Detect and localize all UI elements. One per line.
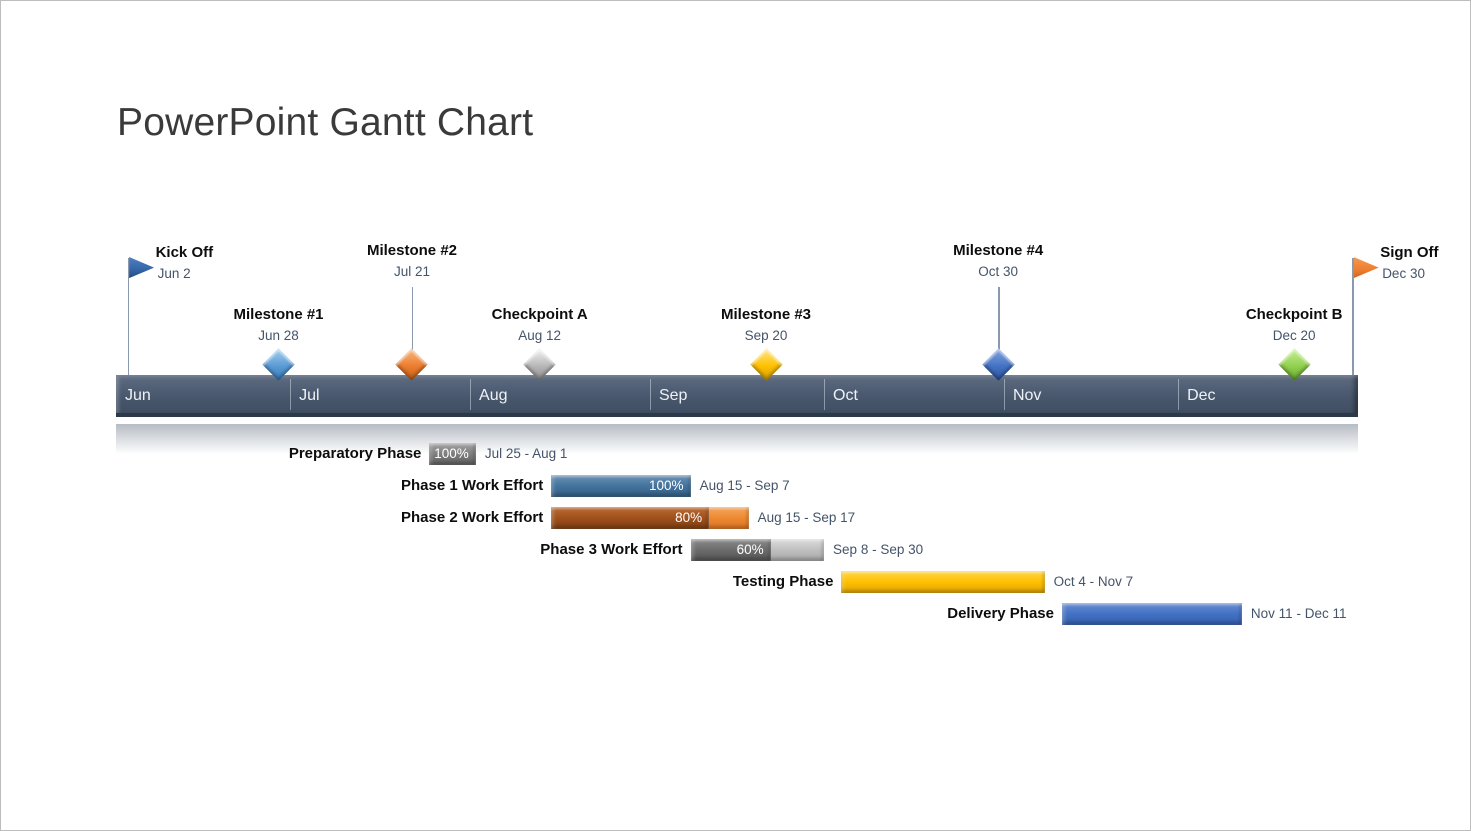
milestone-date: Jun 2 [157, 266, 191, 281]
milestone-pole [127, 258, 130, 375]
task-bar [1062, 603, 1242, 625]
month-divider-dec [1178, 379, 1180, 410]
milestone-flag-icon [1353, 257, 1379, 279]
month-label-sep: Sep [658, 387, 688, 404]
task-bar: 100% [551, 475, 691, 497]
task-dates: Nov 11 - Dec 11 [1250, 606, 1347, 621]
month-divider-aug [470, 379, 472, 410]
task-bar-fill [690, 539, 771, 561]
milestone-date: Dec 20 [1272, 328, 1316, 343]
milestone-stem [998, 287, 1000, 350]
milestone-date: Aug 12 [518, 328, 562, 343]
milestone-label: Checkpoint A [491, 306, 588, 323]
month-label-aug: Aug [479, 387, 508, 404]
timeline-band: Jun Jul Aug Sep Oct Nov Dec [116, 375, 1358, 417]
task-dates: Aug 15 - Sep 17 [757, 510, 856, 525]
task-dates: Aug 15 - Sep 7 [699, 478, 790, 493]
task-percent: 60% [736, 542, 764, 557]
milestone-label: Sign Off [1380, 244, 1439, 261]
month-label-nov: Nov [1012, 387, 1042, 404]
milestone-date: Jun 28 [258, 328, 299, 343]
task-bar: 100% [429, 443, 476, 465]
milestone-date: Sep 20 [744, 328, 788, 343]
month-label-jul: Jul [299, 387, 320, 404]
milestone-label: Milestone #4 [953, 242, 1044, 259]
milestone-date: Dec 30 [1382, 266, 1425, 281]
task-label: Phase 1 Work Effort [401, 477, 544, 494]
milestone-date: Jul 21 [393, 264, 430, 279]
task-dates: Oct 4 - Nov 7 [1053, 574, 1134, 589]
month-divider-oct [824, 379, 826, 410]
month-divider-sep [649, 379, 651, 410]
month-label-jun: Jun [125, 387, 151, 404]
task-percent: 80% [675, 510, 703, 525]
milestone-stem [411, 287, 414, 350]
timeline-reflection [116, 424, 1358, 454]
task-label: Delivery Phase [947, 605, 1054, 622]
milestone-label: Milestone #1 [233, 306, 324, 323]
task-label: Preparatory Phase [288, 445, 422, 462]
month-divider-nov [1003, 379, 1005, 410]
task-bar-fill [551, 507, 710, 529]
month-label-oct: Oct [833, 387, 858, 404]
task-percent: 100% [434, 446, 469, 461]
milestone-pole [1352, 258, 1354, 375]
task-percent: 100% [649, 478, 684, 493]
task-bar [841, 571, 1045, 593]
month-label-dec: Dec [1187, 387, 1216, 404]
task-label: Testing Phase [732, 573, 834, 590]
task-label: Phase 2 Work Effort [401, 509, 544, 526]
milestone-flag-icon [129, 257, 155, 279]
milestone-label: Kick Off [155, 244, 214, 261]
milestone-date: Oct 30 [978, 264, 1019, 279]
month-divider-jul [290, 379, 292, 410]
task-dates: Sep 8 - Sep 30 [833, 542, 924, 557]
page-title: PowerPoint Gantt Chart [117, 101, 534, 144]
milestone-label: Checkpoint B [1245, 306, 1343, 323]
task-bar: 80% [551, 507, 749, 529]
task-dates: Jul 25 - Aug 1 [484, 446, 568, 461]
milestone-label: Milestone #3 [721, 306, 812, 323]
milestone-label: Milestone #2 [366, 242, 457, 259]
task-bar: 60% [690, 539, 825, 561]
task-label: Phase 3 Work Effort [540, 541, 683, 558]
